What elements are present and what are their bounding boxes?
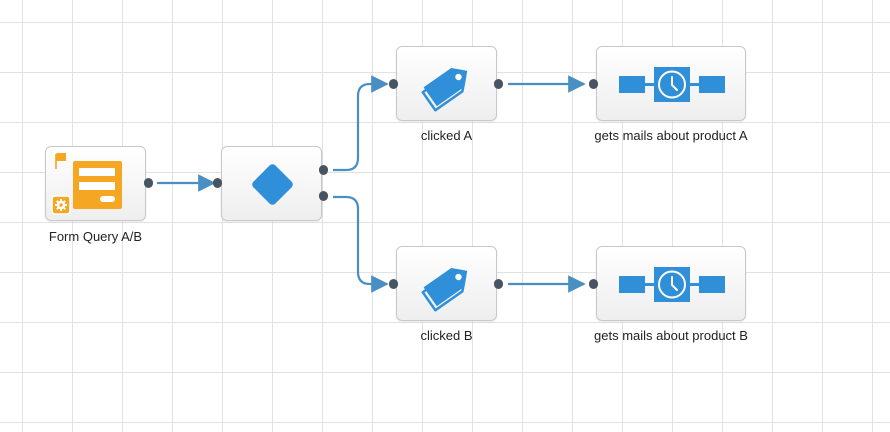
condition-output-port-a[interactable] [319, 165, 328, 175]
form-node-label: Form Query A/B [48, 229, 143, 244]
diamond-icon [252, 164, 293, 205]
clicked-b-label: clicked B [420, 328, 473, 343]
clicked-b-input-port[interactable] [389, 279, 398, 289]
mails-b-label: gets mails about product B [594, 328, 748, 343]
mails-b-input-port[interactable] [589, 279, 598, 289]
clicked-b-node[interactable] [396, 246, 497, 321]
form-output-port[interactable] [144, 178, 153, 188]
mails-a-node[interactable] [596, 46, 746, 121]
mails-a-label: gets mails about product A [594, 128, 748, 143]
form-icon [51, 153, 122, 215]
clicked-a-output-port[interactable] [494, 79, 503, 89]
mails-a-input-port[interactable] [589, 79, 598, 89]
clicked-a-label: clicked A [420, 128, 473, 143]
clicked-a-input-port[interactable] [389, 79, 398, 89]
mails-b-node[interactable] [596, 246, 746, 321]
connector-condition-to-clicked-b[interactable] [333, 195, 389, 293]
clicked-a-node[interactable] [396, 46, 497, 121]
tag-icon [421, 268, 468, 312]
tag-icon [421, 68, 468, 112]
condition-output-port-b[interactable] [319, 191, 328, 201]
condition-node[interactable] [221, 146, 322, 221]
delay-clock-icon [619, 67, 725, 102]
clicked-b-output-port[interactable] [494, 279, 503, 289]
delay-clock-icon [619, 267, 725, 302]
condition-input-port[interactable] [213, 178, 222, 188]
form-node[interactable] [45, 146, 146, 221]
connector-condition-to-clicked-a[interactable] [333, 75, 389, 172]
